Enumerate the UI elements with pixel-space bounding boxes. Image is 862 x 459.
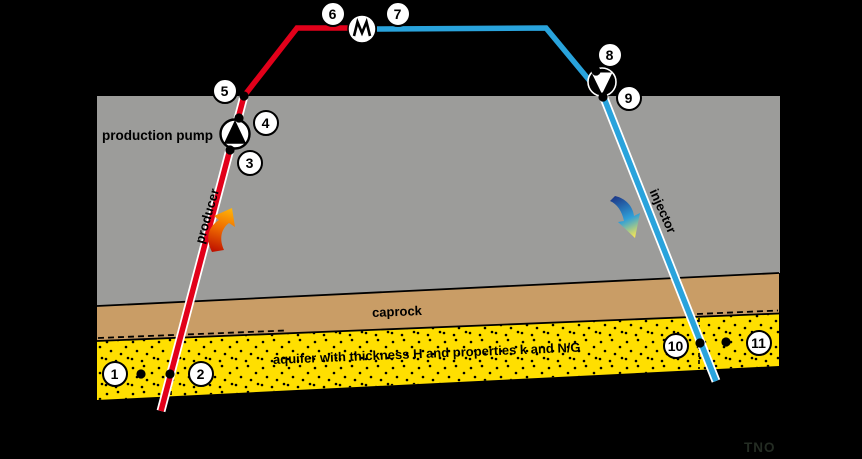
cold-flow-arrow-icon bbox=[610, 196, 640, 238]
node-dot-pump-inlet bbox=[225, 145, 235, 155]
node-dot-producer-wellhead bbox=[239, 91, 249, 101]
point-marker-2: 2 bbox=[187, 360, 214, 387]
node-dot-injector-wellhead bbox=[598, 92, 608, 102]
point-marker-6: 6 bbox=[319, 0, 346, 27]
point-marker-10: 10 bbox=[662, 332, 689, 359]
point-marker-3: 3 bbox=[236, 149, 263, 176]
hot-flow-arrow-icon bbox=[208, 208, 235, 252]
producer-pipe bbox=[158, 25, 348, 412]
point-marker-4: 4 bbox=[252, 109, 279, 136]
point-marker-5: 5 bbox=[211, 77, 238, 104]
caprock-label: caprock bbox=[371, 303, 423, 320]
point-marker-8: 8 bbox=[596, 41, 623, 68]
point-marker-11: 11 bbox=[745, 329, 772, 356]
overburden-layer bbox=[97, 96, 780, 306]
heat-exchanger-icon bbox=[347, 14, 377, 44]
node-dot-producer-bottomhole bbox=[165, 369, 175, 379]
node-dot-injection-pump-inlet bbox=[591, 66, 601, 76]
point-marker-7: 7 bbox=[384, 0, 411, 27]
caprock-layer bbox=[97, 273, 779, 341]
node-dot-aquifer-right bbox=[721, 337, 731, 347]
aquifer-top-boundary bbox=[96, 312, 780, 342]
node-dot-injector-bottomhole bbox=[695, 338, 705, 348]
injector-pipe bbox=[376, 25, 719, 383]
tno-logo: TNO bbox=[744, 440, 776, 455]
point-marker-1: 1 bbox=[101, 360, 128, 387]
node-dots bbox=[136, 66, 731, 379]
production-pump-icon bbox=[219, 118, 251, 150]
node-dot-aquifer-left bbox=[136, 369, 146, 379]
production-pump-label: production pump bbox=[102, 128, 213, 143]
node-dot-pump-outlet bbox=[234, 113, 244, 123]
aquifer-top-dashed-right bbox=[696, 309, 779, 315]
aquifer-top-dashed-left bbox=[97, 329, 287, 339]
aquifer-stipple-texture bbox=[97, 313, 779, 400]
point-marker-9: 9 bbox=[615, 84, 642, 111]
caprock-top-boundary bbox=[96, 272, 780, 307]
